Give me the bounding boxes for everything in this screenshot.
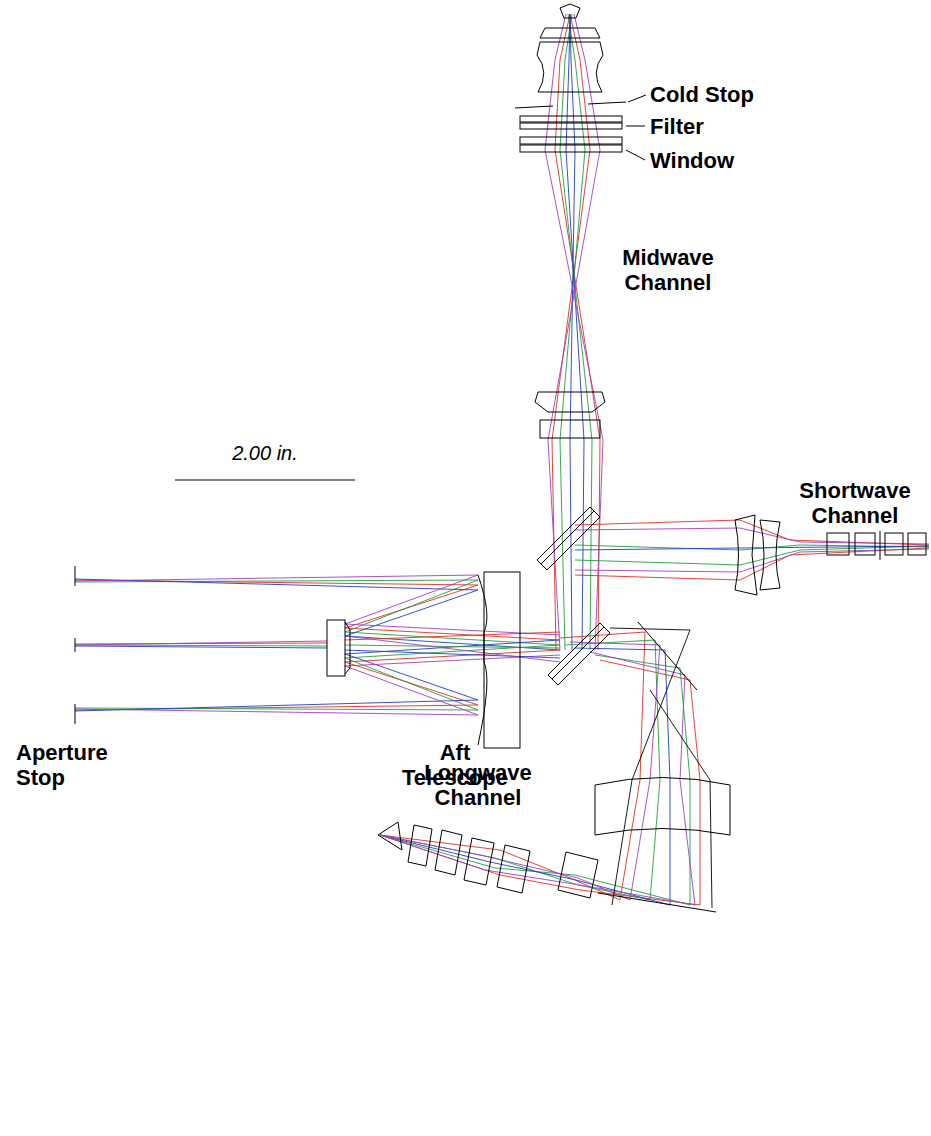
ray-trace [575,528,929,544]
optical-element [537,42,603,92]
optical-element [560,4,580,18]
ray-trace [380,660,700,905]
optical-element [552,627,604,679]
optical-element [735,515,757,595]
ray-trace [650,690,712,908]
part-label: Window [650,148,760,173]
optical-element [626,150,645,160]
optical-element [535,392,605,412]
optical-element [520,137,622,144]
optical-element [880,531,881,560]
channel-label: Shortwave Channel [783,478,927,528]
optical-element [478,575,487,745]
optical-element [175,480,355,481]
optical-element [408,825,432,866]
optical-element [626,126,645,127]
optical-element [520,116,622,122]
optical-element [827,533,849,555]
ray-trace [380,652,695,905]
ray-trace [380,648,670,905]
ray-trace [610,628,690,905]
part-label: Filter [650,114,750,139]
optical-element [540,420,600,438]
part-label: Cold Stop [650,82,790,107]
optical-element [497,845,530,893]
optical-element [598,893,716,912]
ray-trace [380,632,645,900]
optical-element [75,4,926,912]
optical-element [75,704,76,724]
optical-element [520,145,622,152]
ray-trace [545,14,603,650]
ray-trace [548,14,600,650]
optical-element [75,638,76,652]
optical-element [541,511,594,564]
optical-element [378,822,402,850]
optical-element [558,852,598,898]
ray-trace [345,645,560,648]
ray-trace [345,632,560,640]
optical-element [855,533,875,555]
ray-trace [75,641,327,645]
ray-trace [345,650,560,658]
optical-element [540,28,600,38]
optical-element [537,507,600,570]
optical-element [628,95,646,102]
ray-trace [570,14,575,650]
optical-element [760,520,780,590]
ray-trace [75,640,560,711]
channel-label: Longwave Channel [411,760,545,810]
optical-element [638,622,697,690]
optical-element [345,622,350,674]
optical-element [588,102,626,104]
optical-element [327,620,345,676]
optical-element [484,572,520,748]
optical-element [464,838,494,885]
ray-trace [75,14,929,908]
ray-trace [345,636,560,662]
ray-trace [560,14,592,650]
optical-element [595,778,730,836]
channel-label: Midwave Channel [610,245,726,295]
optical-element [885,533,903,555]
optical-element [435,830,462,875]
ray-trace [75,575,560,635]
part-label: Aperture Stop [16,740,128,790]
optical-element [75,566,76,586]
optical-element [520,123,622,129]
optical-element [548,623,610,685]
ray-trace [75,646,327,648]
optical-element [515,106,553,108]
scale-label: 2.00 in. [205,441,325,466]
optical-element [908,533,926,555]
